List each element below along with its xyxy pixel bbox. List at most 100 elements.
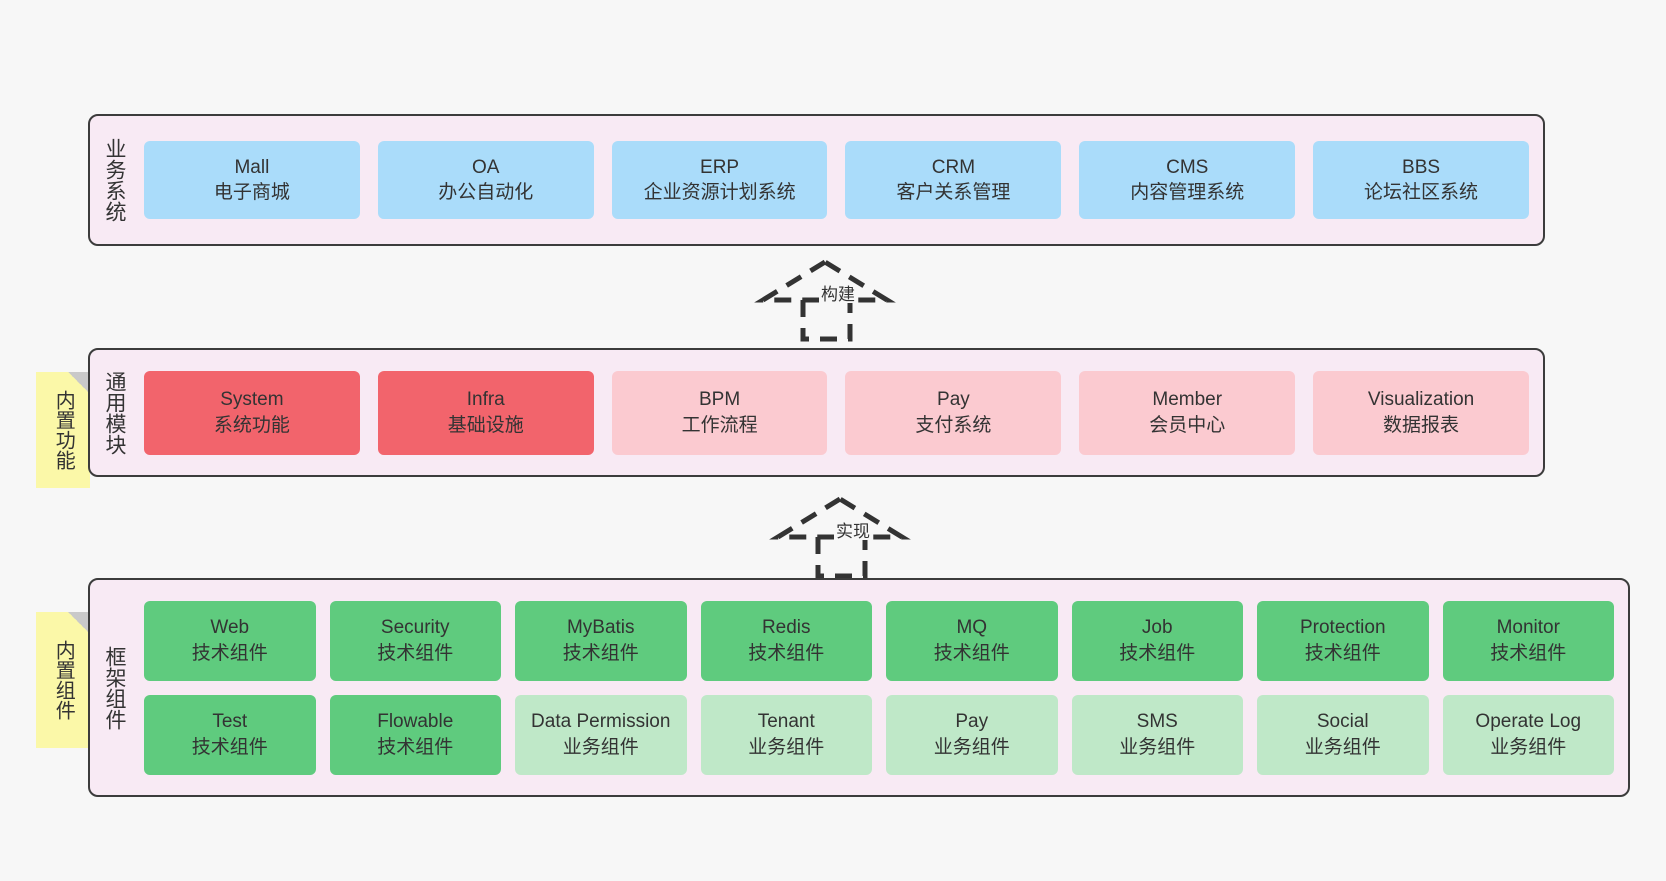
node-security-desc: 技术组件 <box>377 642 454 664</box>
node-test-desc: 技术组件 <box>191 736 268 758</box>
layer-business-systems-body: Mall 电子商城 OA 办公自动化 ERP 企业资源计划系统 CRM 客户关系… <box>138 116 1543 244</box>
node-web-desc: 技术组件 <box>191 642 268 664</box>
generalization-arrow-icon <box>754 259 896 342</box>
layer-business-systems-title: 业务系统 <box>102 138 126 222</box>
node-mq[interactable]: MQ 技术组件 <box>886 600 1058 681</box>
node-mq-name: MQ <box>956 617 988 639</box>
node-flowable-name: Flowable <box>377 711 454 733</box>
node-erp-desc: 企业资源计划系统 <box>643 182 796 203</box>
node-protection[interactable]: Protection 技术组件 <box>1257 600 1429 681</box>
node-protection-name: Protection <box>1299 617 1386 639</box>
note-fold-corner-icon <box>68 372 90 394</box>
node-protection-desc: 技术组件 <box>1304 642 1381 664</box>
node-member[interactable]: Member 会员中心 <box>1079 370 1296 455</box>
node-redis-desc: 技术组件 <box>748 642 825 664</box>
layer-framework-components-body: Web 技术组件 Security 技术组件 MyBatis 技术组件 Redi… <box>138 580 1628 795</box>
node-social[interactable]: Social 业务组件 <box>1257 694 1429 775</box>
node-job-desc: 技术组件 <box>1119 642 1196 664</box>
node-oa[interactable]: OA 办公自动化 <box>377 141 594 219</box>
node-job-name: Job <box>1141 617 1173 639</box>
node-sms-name: SMS <box>1136 711 1178 733</box>
layer-business-systems: 业务系统 Mall 电子商城 OA 办公自动化 ERP 企业资源计划系统 CRM… <box>88 114 1545 246</box>
node-erp[interactable]: ERP 企业资源计划系统 <box>611 141 828 219</box>
node-visualization-desc: 数据报表 <box>1383 414 1460 436</box>
node-mybatis-desc: 技术组件 <box>562 642 639 664</box>
node-crm-name: CRM <box>931 156 976 178</box>
node-monitor-name: Monitor <box>1496 617 1560 639</box>
node-pay-module[interactable]: Pay 支付系统 <box>845 370 1062 455</box>
node-system-desc: 系统功能 <box>213 414 290 436</box>
node-cms-desc: 内容管理系统 <box>1130 182 1245 203</box>
node-mq-desc: 技术组件 <box>933 642 1010 664</box>
layer-framework-components-title: 框架组件 <box>102 645 126 730</box>
node-mybatis-name: MyBatis <box>566 617 635 639</box>
node-test[interactable]: Test 技术组件 <box>144 694 316 775</box>
node-cms-name: CMS <box>1166 156 1209 178</box>
node-bbs-desc: 论坛社区系统 <box>1364 182 1479 203</box>
node-pay-module-desc: 支付系统 <box>915 414 992 436</box>
node-cms[interactable]: CMS 内容管理系统 <box>1079 141 1296 219</box>
node-system[interactable]: System 系统功能 <box>144 370 360 455</box>
node-oa-name: OA <box>472 156 500 178</box>
node-flowable-desc: 技术组件 <box>377 736 454 758</box>
framework-row-1: Web 技术组件 Security 技术组件 MyBatis 技术组件 Redi… <box>144 600 1614 681</box>
node-bbs[interactable]: BBS 论坛社区系统 <box>1313 141 1529 219</box>
node-mall-name: Mall <box>234 156 270 178</box>
node-oa-desc: 办公自动化 <box>438 182 534 203</box>
node-pay-component-name: Pay <box>955 711 989 733</box>
node-member-desc: 会员中心 <box>1149 414 1226 436</box>
node-crm-desc: 客户关系管理 <box>896 182 1011 203</box>
note-builtin-components: 内置组件 <box>36 612 90 748</box>
node-test-name: Test <box>212 711 248 733</box>
node-security[interactable]: Security 技术组件 <box>329 600 501 681</box>
connector-implement: 实现 <box>769 492 920 587</box>
node-infra[interactable]: Infra 基础设施 <box>377 370 594 455</box>
node-bpm-desc: 工作流程 <box>681 414 758 436</box>
node-erp-name: ERP <box>700 156 740 178</box>
node-bpm-name: BPM <box>698 389 741 411</box>
node-tenant[interactable]: Tenant 业务组件 <box>700 694 872 775</box>
connector-build: 构建 <box>754 255 905 350</box>
node-redis-name: Redis <box>761 617 811 639</box>
node-monitor[interactable]: Monitor 技术组件 <box>1442 600 1614 681</box>
node-visualization-name: Visualization <box>1367 389 1475 411</box>
node-flowable[interactable]: Flowable 技术组件 <box>329 694 501 775</box>
node-pay-module-name: Pay <box>937 389 970 411</box>
node-mybatis[interactable]: MyBatis 技术组件 <box>515 600 687 681</box>
layer-framework-components: 框架组件 Web 技术组件 Security 技术组件 MyBatis 技术组件… <box>88 578 1630 797</box>
node-operate-log-name: Operate Log <box>1475 711 1582 733</box>
node-infra-desc: 基础设施 <box>447 414 524 436</box>
node-social-name: Social <box>1316 711 1369 733</box>
node-data-permission[interactable]: Data Permission 业务组件 <box>515 694 687 775</box>
connector-implement-label: 实现 <box>834 522 872 541</box>
node-tenant-desc: 业务组件 <box>748 736 825 758</box>
node-sms[interactable]: SMS 业务组件 <box>1071 694 1243 775</box>
node-operate-log-desc: 业务组件 <box>1490 736 1567 758</box>
node-web[interactable]: Web 技术组件 <box>144 600 316 681</box>
node-infra-name: Infra <box>466 389 505 411</box>
node-sms-desc: 业务组件 <box>1119 736 1196 758</box>
note-builtin-features-label: 内置功能 <box>52 390 75 470</box>
node-bpm[interactable]: BPM 工作流程 <box>611 370 828 455</box>
node-pay-component-desc: 业务组件 <box>933 736 1010 758</box>
node-mall[interactable]: Mall 电子商城 <box>144 141 360 219</box>
node-data-permission-name: Data Permission <box>531 711 671 733</box>
node-operate-log[interactable]: Operate Log 业务组件 <box>1442 694 1614 775</box>
node-visualization[interactable]: Visualization 数据报表 <box>1313 370 1529 455</box>
node-job[interactable]: Job 技术组件 <box>1071 600 1243 681</box>
layer-common-modules-body: System 系统功能 Infra 基础设施 BPM 工作流程 Pay 支付系统… <box>138 350 1543 475</box>
node-system-name: System <box>220 389 284 411</box>
node-pay-component[interactable]: Pay 业务组件 <box>886 694 1058 775</box>
node-member-name: Member <box>1152 389 1223 411</box>
layer-common-modules: 通用模块 System 系统功能 Infra 基础设施 BPM 工作流程 Pay… <box>88 348 1545 477</box>
framework-row-2: Test 技术组件 Flowable 技术组件 Data Permission … <box>144 694 1614 775</box>
node-web-name: Web <box>210 617 250 639</box>
node-mall-desc: 电子商城 <box>213 182 290 203</box>
connector-build-label: 构建 <box>819 285 857 304</box>
node-tenant-name: Tenant <box>757 711 815 733</box>
node-crm[interactable]: CRM 客户关系管理 <box>845 141 1062 219</box>
node-data-permission-desc: 业务组件 <box>562 736 639 758</box>
note-builtin-features: 内置功能 <box>36 372 90 488</box>
node-redis[interactable]: Redis 技术组件 <box>700 600 872 681</box>
